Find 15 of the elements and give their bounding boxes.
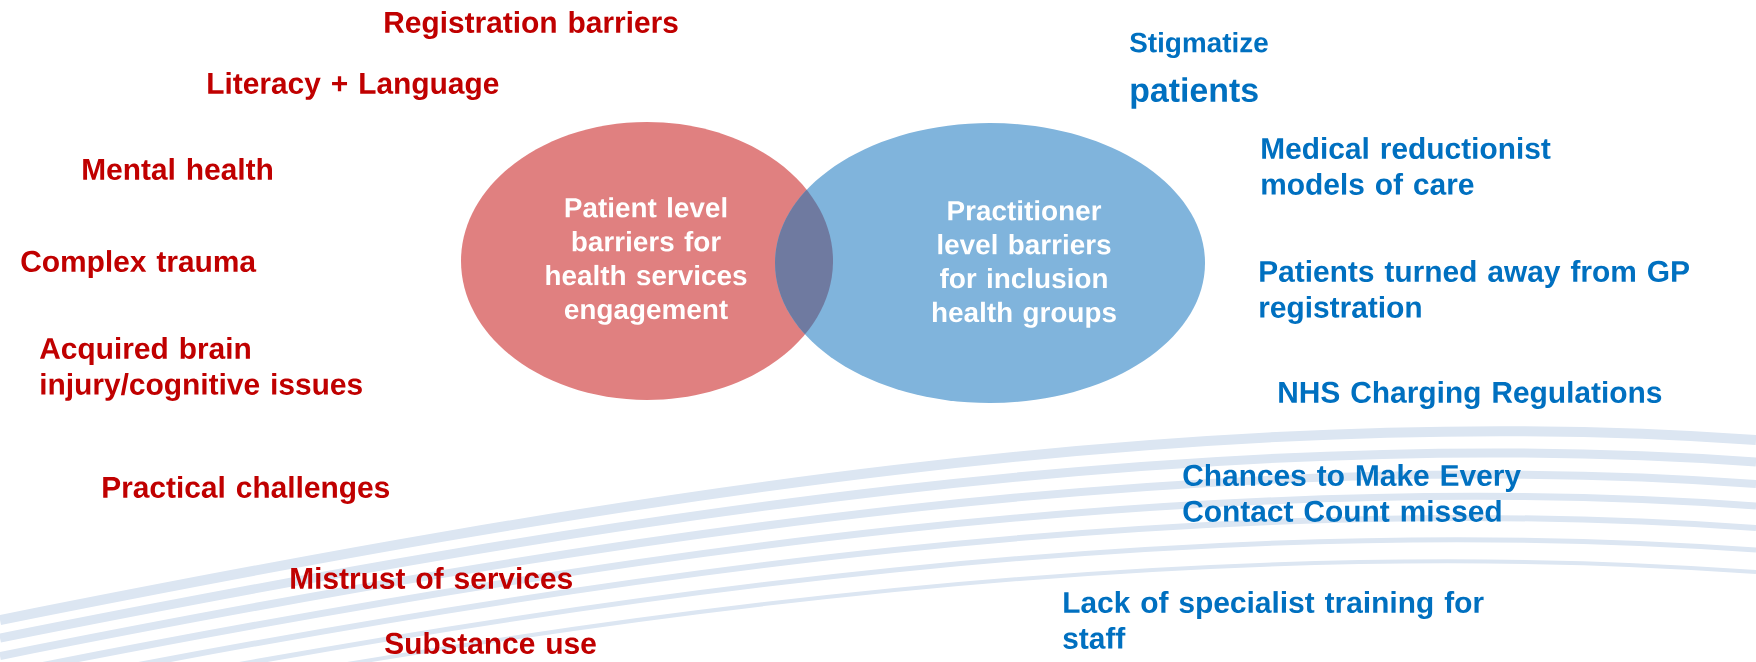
barrier-label: Acquired brain injury/cognitive issues [39,337,362,401]
barrier-label: Literacy + Language [208,72,499,100]
barrier-label: Practical challenges [103,476,390,504]
barrier-label: Patients turned away from GP registration [1260,260,1689,324]
barrier-label: Mistrust of services [291,567,572,589]
barrier-label: Mental health [83,158,272,180]
barrier-label: Substance use [385,632,596,654]
barrier-label: patients [1131,77,1258,109]
barrier-label: Medical reductionist models of care [1262,137,1551,195]
barrier-label: NHS Charging Regulations [1279,381,1662,409]
barrier-label: Chances to Make Every Contact Count missed [1183,464,1521,522]
barrier-label: Stigmatize [1130,31,1268,59]
barrier-label: Lack of specialist training for staff [1063,591,1484,649]
barrier-label: Complex trauma [21,250,257,278]
barrier-label: Registration barriers [385,11,678,39]
